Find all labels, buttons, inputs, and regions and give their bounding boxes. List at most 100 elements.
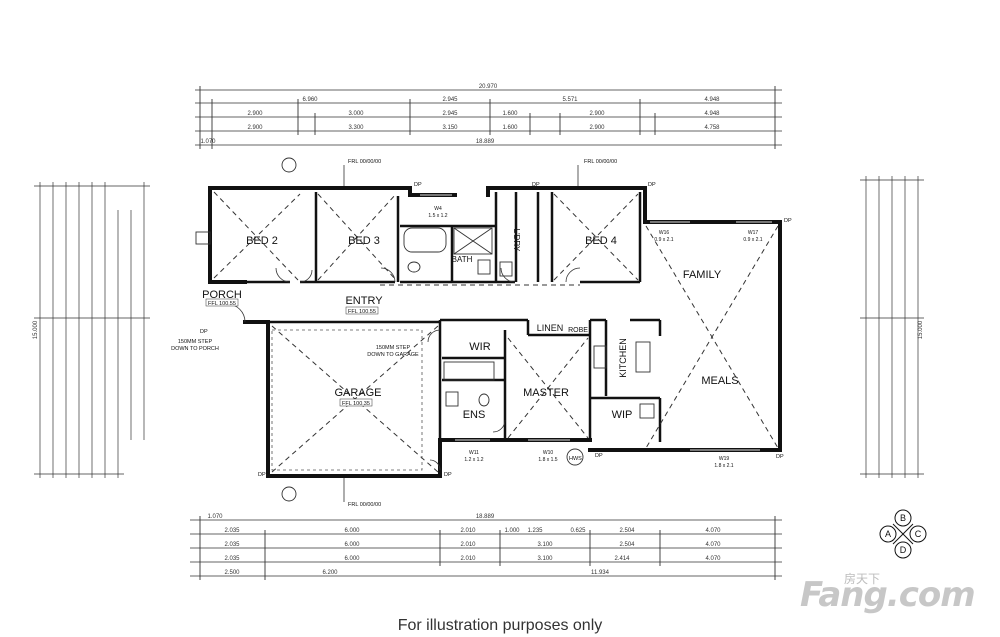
room-bed3: BED 3 [348,235,380,247]
left-dimensions [34,182,150,478]
sink-icon [635,341,651,373]
fridge-icon [639,403,655,419]
svg-text:1.070: 1.070 [200,139,216,145]
room-porch: PORCH [202,289,242,301]
svg-text:6.000: 6.000 [344,528,360,534]
compass-c: C [915,529,922,539]
svg-text:2.010: 2.010 [460,528,476,534]
porch-light-icon [195,231,211,245]
svg-text:2.900: 2.900 [247,111,263,117]
svg-text:0.9 x 2.1: 0.9 x 2.1 [654,237,673,243]
svg-text:DP: DP [258,472,266,478]
ensuite-toilet-icon [478,393,490,407]
hws-icon [566,448,584,466]
svg-text:2.010: 2.010 [460,556,476,562]
toilet-icon [407,261,421,273]
svg-text:DP: DP [444,472,452,478]
svg-text:4.758: 4.758 [704,125,720,131]
svg-text:2.900: 2.900 [247,125,263,131]
right-dimensions [860,176,924,478]
watermark-top: 房天下 [844,572,881,586]
svg-text:11.934: 11.934 [591,570,610,576]
svg-text:2.010: 2.010 [460,542,476,548]
fixtures [195,227,655,419]
room-bed4: BED 4 [585,235,617,247]
room-garage: GARAGE [334,387,381,399]
window-openings [420,194,772,451]
svg-text:5.571: 5.571 [562,97,578,103]
svg-text:1.5 x 1.2: 1.5 x 1.2 [428,213,447,219]
room-meals: MEALS [701,375,738,387]
compass-a: A [885,529,891,539]
svg-text:6.000: 6.000 [344,556,360,562]
room-ens: ENS [463,409,486,421]
svg-text:3.150: 3.150 [442,125,458,131]
svg-text:4.070: 4.070 [705,542,721,548]
laundry-tub-icon [499,261,513,277]
top-dimensions [195,86,782,149]
shower-icon [453,227,493,255]
svg-text:2.500: 2.500 [224,570,240,576]
frl-top-right: FRL 00/00/00 [584,159,617,165]
svg-text:4.070: 4.070 [705,556,721,562]
porch-ffl: FFL 100.55 [208,301,236,307]
hws-label: HWS [569,456,582,462]
compass-icon [879,509,927,559]
caption: For illustration purposes only [397,617,603,634]
entry-ffl: FFL 100.55 [348,309,376,315]
services: HWS DP DP DP DP DP DP DP DP DP [200,182,792,478]
svg-text:2.414: 2.414 [614,556,630,562]
room-entry: ENTRY [345,295,383,307]
dim-left-total: 15.000 [33,320,39,339]
room-kitchen: KITCHEN [618,338,628,378]
svg-text:0.625: 0.625 [570,528,586,534]
interior-walls [212,192,662,442]
svg-text:DP: DP [532,182,540,188]
room-family: FAMILY [683,269,722,281]
svg-text:DP: DP [414,182,422,188]
svg-text:W11: W11 [469,450,479,456]
svg-text:1.235: 1.235 [527,528,543,534]
step-notes: 150MM STEP DOWN TO PORCH 150MM STEP DOWN… [171,339,419,358]
svg-text:W16: W16 [659,230,670,236]
room-labels: BED 2 BED 3 BED 4 BATH L'DRY PORCH ENTRY… [202,229,739,421]
basin-icon [477,259,491,275]
svg-text:3.100: 3.100 [537,556,553,562]
garage-ffl: FFL 100.35 [342,401,370,407]
svg-text:DOWN TO PORCH: DOWN TO PORCH [171,346,219,352]
svg-text:4.948: 4.948 [704,111,720,117]
svg-text:W4: W4 [434,206,442,212]
svg-text:0.9 x 2.1: 0.9 x 2.1 [743,237,762,243]
cooktop-icon [593,345,607,369]
svg-text:1.070: 1.070 [207,514,223,520]
svg-text:W17: W17 [748,230,759,236]
svg-text:2.945: 2.945 [442,111,458,117]
dim-right-total: 15.000 [918,320,924,339]
svg-text:DP: DP [784,218,792,224]
watermark-logo: Fang.com [800,575,976,615]
bottom-dimensions [190,516,782,580]
ensuite-shower-icon [443,361,495,381]
room-bed2: BED 2 [246,235,278,247]
svg-text:DP: DP [648,182,656,188]
svg-text:2.504: 2.504 [619,542,635,548]
svg-text:1.8 x 1.5: 1.8 x 1.5 [538,457,557,463]
svg-text:6.200: 6.200 [322,570,338,576]
svg-text:DP: DP [200,329,208,335]
room-linen: LINEN [537,323,564,333]
svg-text:W10: W10 [543,450,554,456]
svg-text:18.889: 18.889 [476,514,495,520]
svg-text:W19: W19 [719,456,730,462]
top-dimension-text: 20.970 6.960 2.945 5.571 4.948 2.900 3.0… [200,84,720,145]
compass-b: B [900,513,906,523]
svg-text:150MM STEP: 150MM STEP [376,345,411,351]
frl-top-left: FRL 00/00/00 [348,159,381,165]
svg-text:3.300: 3.300 [348,125,364,131]
room-bath: BATH [452,255,473,264]
svg-text:DOWN TO GARAGE: DOWN TO GARAGE [367,352,419,358]
room-ldry: L'DRY [512,229,521,252]
room-robe: ROBE [568,327,588,334]
svg-text:1.600: 1.600 [502,111,518,117]
svg-text:2.900: 2.900 [589,125,605,131]
garage-door-zone [271,329,423,471]
